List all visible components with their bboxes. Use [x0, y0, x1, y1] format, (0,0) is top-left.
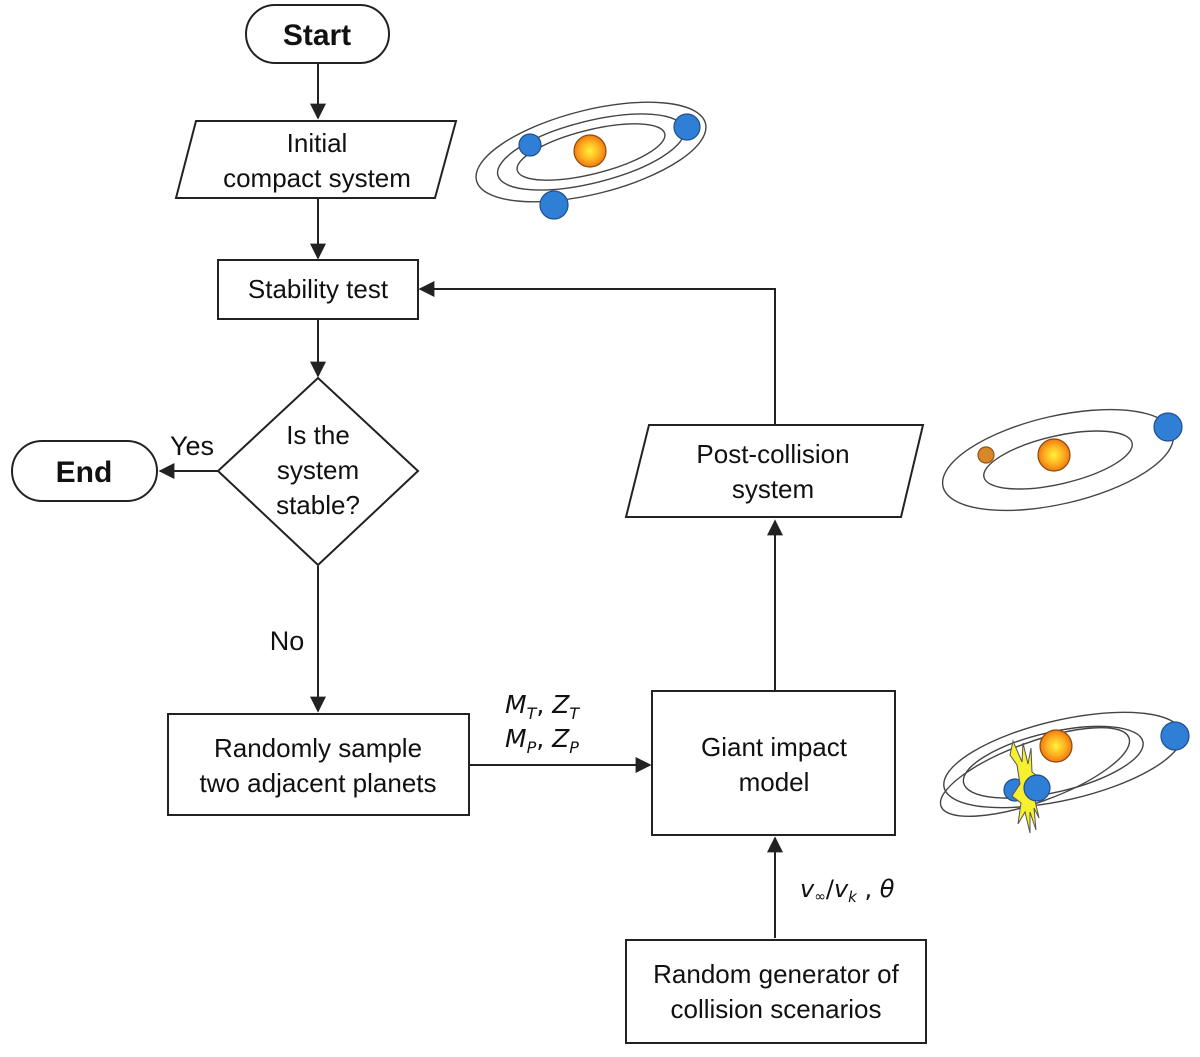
giant-impact-node: Giant impact model [651, 690, 896, 836]
sample-planets-node: Randomly sample two adjacent planets [167, 713, 470, 816]
param-line-target: MT, ZT [505, 690, 580, 723]
no-label: No [270, 626, 305, 656]
planet-icon [539, 190, 569, 220]
initial-system-node: Initial compact system [174, 120, 458, 199]
star-icon [1039, 729, 1073, 763]
collision-generator-label-line1: Random generator of [653, 959, 899, 989]
start-terminator-shape [245, 4, 390, 64]
collision-generator-node: Random generator of collision scenarios [625, 939, 927, 1044]
planet-icon [673, 113, 701, 141]
yes-label: Yes [170, 431, 214, 461]
target-planet-icon [1023, 774, 1051, 802]
post-collision-node: Post-collision system [624, 424, 925, 518]
decision-label-line2: system [277, 455, 359, 485]
planet-icon [1160, 721, 1190, 751]
end-terminator-shape [11, 440, 158, 502]
initial-system-bodies [518, 113, 701, 220]
star-icon [573, 134, 607, 168]
initial-system-label-line2: compact system [223, 163, 411, 193]
stability-test-box [217, 259, 419, 320]
sample-planets-label-line2: two adjacent planets [199, 768, 436, 798]
orbit-outer [475, 101, 707, 203]
start-label: Start [283, 19, 351, 52]
post-collision-label-line2: system [732, 474, 814, 504]
giant-impact-label-line1: Giant impact [701, 732, 848, 762]
planet-icon [518, 133, 542, 157]
end-node: End [11, 440, 158, 502]
collision-planetary-system-icon [939, 711, 1190, 834]
param-line-projectile: MP, ZP [505, 724, 579, 757]
collision-generator-label-line2: collision scenarios [671, 994, 882, 1024]
decision-label-line3: stable? [276, 490, 360, 520]
decision-diamond [216, 376, 420, 567]
post-collision-label-line1: Post-collision [696, 439, 849, 469]
post-collision-system-bodies [977, 412, 1183, 472]
initial-system-label-line1: Initial [287, 128, 348, 158]
star-icon [1037, 438, 1071, 472]
edges [158, 62, 783, 938]
sample-planets-box [167, 713, 470, 816]
decision-label-line1: Is the [286, 420, 350, 450]
start-node: Start [245, 4, 390, 64]
merged-planet-icon [977, 446, 995, 464]
sample-to-impact-parameters: MT, ZT MP, ZP [505, 690, 580, 757]
initial-system-parallelogram [174, 120, 458, 199]
stability-decision-node: Is the system stable? [216, 376, 420, 567]
orbit-inner [983, 430, 1133, 490]
giant-impact-label-line2: model [739, 767, 810, 797]
orbit-inner [516, 123, 666, 181]
edge-post-to-stability [418, 281, 776, 425]
stability-test-node: Stability test [217, 259, 419, 320]
planet-icon [1153, 412, 1183, 442]
collision-generator-box [625, 939, 927, 1044]
stability-test-label: Stability test [248, 274, 389, 304]
velocity-angle-parameters: v∞/vk , θ [800, 875, 895, 906]
end-label: End [56, 456, 113, 489]
post-collision-parallelogram [624, 424, 925, 518]
giant-impact-box [651, 690, 896, 836]
sample-planets-label-line1: Randomly sample [214, 733, 422, 763]
orbit-crossing [939, 726, 1131, 818]
